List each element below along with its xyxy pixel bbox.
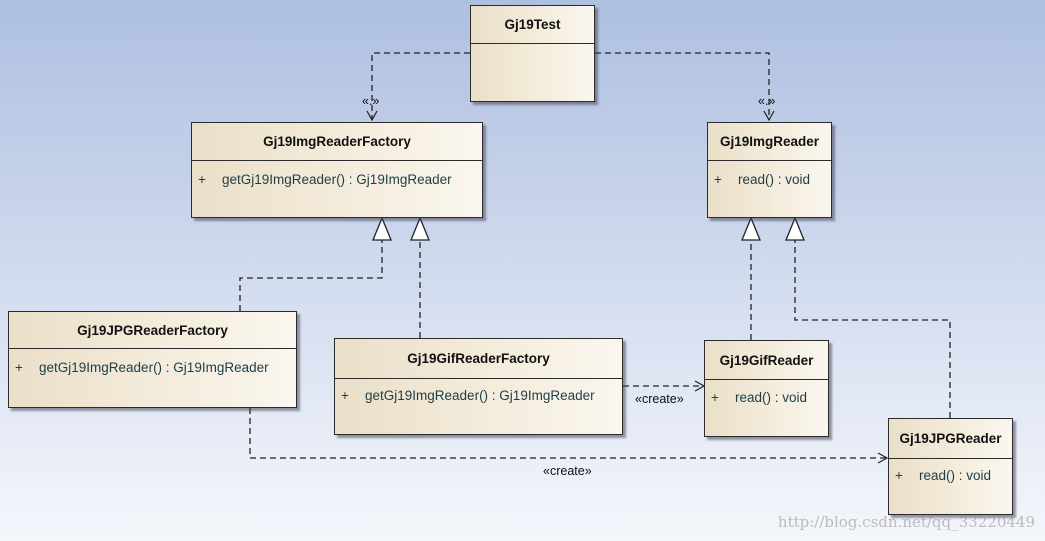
- dependency-test-to-img-reader-factory: [366, 52, 470, 122]
- operation-signature: read() : void: [738, 172, 811, 187]
- visibility-marker: +: [15, 360, 23, 375]
- realization-jpg-reader: [794, 240, 951, 418]
- visibility-marker: +: [198, 172, 206, 187]
- class-name: Gj19GifReaderFactory: [335, 339, 622, 379]
- operation-signature: getGj19ImgReader() : Gj19ImgReader: [39, 360, 269, 375]
- create-label-gif: «create»: [635, 392, 684, 406]
- realization-arrowhead-jpg-reader: [785, 216, 805, 241]
- operation: + getGj19ImgReader() : Gj19ImgReader: [341, 388, 595, 403]
- class-name: Gj19GifReader: [705, 341, 828, 380]
- class-name: Gj19JPGReader: [889, 419, 1012, 459]
- operation-signature: read() : void: [919, 468, 992, 483]
- realization-arrowhead-gif-factory: [410, 216, 430, 241]
- class-name: Gj19ImgReaderFactory: [192, 123, 482, 161]
- visibility-marker: +: [711, 390, 719, 405]
- stereotype-label-factory-dependency: «.»: [362, 94, 380, 108]
- create-dependency-jpg: [249, 408, 889, 464]
- operation-signature: getGj19ImgReader() : Gj19ImgReader: [222, 172, 452, 187]
- operation-signature: getGj19ImgReader() : Gj19ImgReader: [365, 388, 595, 403]
- class-gj19gifreaderfactory[interactable]: Gj19GifReaderFactory + getGj19ImgReader()…: [334, 338, 623, 435]
- realization-arrowhead-gif-reader: [741, 216, 761, 241]
- visibility-marker: +: [341, 388, 349, 403]
- visibility-marker: +: [895, 468, 903, 483]
- class-name: Gj19ImgReader: [708, 123, 831, 161]
- class-name: Gj19JPGReaderFactory: [9, 312, 296, 349]
- class-gj19imgreader[interactable]: Gj19ImgReader + read() : void: [707, 122, 832, 218]
- class-gj19imgreaderfactory[interactable]: Gj19ImgReaderFactory + getGj19ImgReader()…: [191, 122, 483, 218]
- class-name: Gj19Test: [471, 6, 594, 44]
- operation: + read() : void: [714, 172, 810, 187]
- class-gj19gifreader[interactable]: Gj19GifReader + read() : void: [704, 340, 829, 437]
- visibility-marker: +: [714, 172, 722, 187]
- stereotype-label-reader-dependency: «.»: [758, 94, 776, 108]
- create-label-jpg: «create»: [543, 464, 592, 478]
- operation-signature: read() : void: [735, 390, 808, 405]
- operation: + getGj19ImgReader() : Gj19ImgReader: [198, 172, 452, 187]
- dependency-test-to-img-reader: [595, 52, 775, 122]
- class-gj19test[interactable]: Gj19Test: [470, 5, 595, 102]
- class-gj19jpgreaderfactory[interactable]: Gj19JPGReaderFactory + getGj19ImgReader()…: [8, 311, 297, 408]
- operation: + read() : void: [711, 390, 807, 405]
- realization-jpg-factory: [239, 240, 383, 311]
- class-gj19jpgreader[interactable]: Gj19JPGReader + read() : void: [888, 418, 1013, 515]
- watermark: http://blog.csdn.net/qq_33220449: [777, 513, 1035, 531]
- realization-arrowhead-jpg-factory: [372, 216, 392, 241]
- operation: + getGj19ImgReader() : Gj19ImgReader: [15, 360, 269, 375]
- operation: + read() : void: [895, 468, 991, 483]
